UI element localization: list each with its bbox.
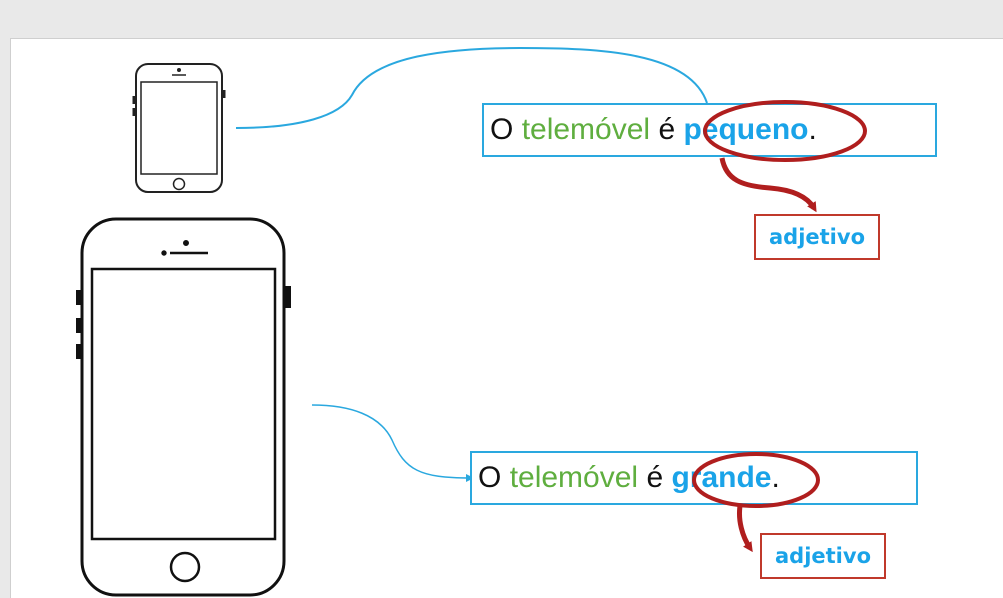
sentence-2-article: O bbox=[478, 461, 502, 494]
sentence-1-article: O bbox=[490, 113, 514, 146]
sentence-1-verb: é bbox=[658, 113, 676, 146]
sentence-1-adjective: pequeno bbox=[683, 113, 809, 146]
sentence-box-1: O telemóvel é pequeno. bbox=[482, 103, 937, 157]
small-phone-icon bbox=[132, 63, 226, 193]
sentence-1-period: . bbox=[808, 113, 817, 146]
large-phone-icon bbox=[76, 217, 291, 597]
sentence-2-verb: é bbox=[646, 461, 664, 494]
sentence-2-adjective: grande bbox=[671, 461, 772, 494]
sentence-2-noun: telemóvel bbox=[509, 461, 639, 494]
sentence-2-period: . bbox=[771, 461, 780, 494]
sentence-1-noun: telemóvel bbox=[521, 113, 651, 146]
connector-line-1 bbox=[235, 46, 708, 129]
sentence-box-2: O telemóvel é grande. bbox=[470, 451, 918, 505]
adjective-tag-2: adjetivo bbox=[760, 533, 886, 579]
connector-line-2 bbox=[311, 404, 474, 482]
adjective-tag-1: adjetivo bbox=[754, 214, 880, 260]
